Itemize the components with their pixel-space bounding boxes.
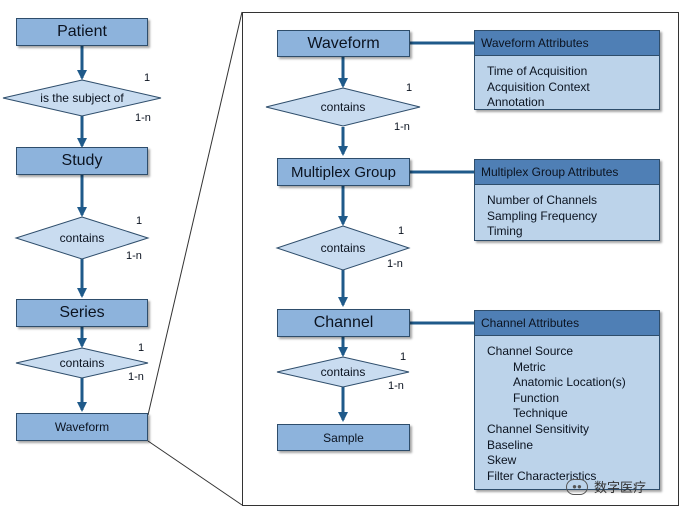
diamond-left-2 bbox=[14, 216, 150, 260]
cardinality-one: 1 bbox=[400, 351, 407, 363]
entity-channel: Channel bbox=[277, 309, 410, 337]
attribute-subitem: Metric bbox=[513, 359, 546, 374]
attribute-item: Annotation bbox=[487, 95, 545, 110]
relation-label-contains: contains bbox=[320, 365, 366, 379]
wechat-icon: ●● bbox=[566, 478, 588, 495]
relation-label-contains: contains bbox=[320, 100, 366, 114]
attribute-subitem: Anatomic Location(s) bbox=[513, 375, 626, 390]
attribute-item: Time of Acquisition bbox=[487, 64, 588, 78]
attribute-item: Acquisition Context bbox=[487, 79, 590, 94]
cardinality-many: 1-n bbox=[126, 250, 142, 262]
waveform-attributes-panel: Waveform Attributes Time of Acquisition … bbox=[474, 30, 660, 110]
multiplex-group-attributes-panel: Multiplex Group Attributes Number of Cha… bbox=[474, 159, 660, 241]
cardinality-many: 1-n bbox=[388, 380, 404, 392]
diamond-right-3 bbox=[276, 356, 410, 388]
attribute-item: Channel Sensitivity bbox=[487, 421, 590, 436]
attribute-item: Channel Source bbox=[487, 344, 574, 358]
diamond-right-2 bbox=[275, 225, 411, 271]
waveform-attributes-title: Waveform Attributes bbox=[475, 31, 659, 56]
entity-waveform: Waveform bbox=[277, 30, 410, 57]
multiplex-group-attributes-title: Multiplex Group Attributes bbox=[475, 160, 659, 185]
attribute-item: Sampling Frequency bbox=[487, 208, 598, 223]
entity-series: Series bbox=[16, 299, 148, 327]
zoom-line-bottom bbox=[147, 440, 243, 506]
diamond-right-1 bbox=[265, 87, 421, 127]
channel-attributes-panel: Channel Attributes Channel Source Metric… bbox=[474, 310, 660, 490]
relation-label-subject-of: is the subject of bbox=[40, 91, 124, 105]
relation-label-contains: contains bbox=[320, 241, 366, 255]
waveform-detail-frame bbox=[242, 12, 679, 506]
cardinality-one: 1 bbox=[138, 342, 145, 354]
relation-label-contains: contains bbox=[59, 231, 105, 245]
attribute-subitem: Technique bbox=[513, 406, 568, 421]
watermark: ●● 数字医疗 bbox=[566, 477, 646, 496]
multiplex-group-attributes-list: Number of Channels Sampling Frequency Ti… bbox=[487, 193, 597, 240]
cardinality-one: 1 bbox=[144, 72, 151, 84]
cardinality-many: 1-n bbox=[394, 121, 410, 133]
cardinality-many: 1-n bbox=[135, 112, 151, 124]
relation-label-contains: contains bbox=[59, 356, 105, 370]
cardinality-many: 1-n bbox=[128, 371, 144, 383]
waveform-attributes-list: Time of Acquisition Acquisition Context … bbox=[487, 64, 590, 111]
attribute-item: Timing bbox=[487, 224, 523, 239]
cardinality-one: 1 bbox=[406, 82, 413, 94]
cardinality-one: 1 bbox=[136, 215, 143, 227]
zoom-line-top bbox=[147, 11, 243, 416]
entity-waveform: Waveform bbox=[16, 413, 148, 441]
entity-patient: Patient bbox=[16, 18, 148, 46]
cardinality-one: 1 bbox=[398, 225, 405, 237]
diamond-left-3 bbox=[15, 347, 149, 379]
attribute-subitem: Function bbox=[513, 390, 560, 405]
entity-multiplex-group: Multiplex Group bbox=[277, 158, 410, 186]
entity-sample: Sample bbox=[277, 424, 410, 451]
channel-attributes-title: Channel Attributes bbox=[475, 311, 659, 336]
watermark-text: 数字医疗 bbox=[594, 480, 647, 495]
cardinality-many: 1-n bbox=[387, 258, 403, 270]
channel-attributes-list: Channel Source Metric Anatomic Location(… bbox=[487, 344, 626, 484]
diamond-left-1 bbox=[2, 79, 162, 117]
attribute-item: Baseline bbox=[487, 437, 534, 452]
attribute-item: Number of Channels bbox=[487, 193, 598, 207]
entity-study: Study bbox=[16, 147, 148, 175]
attribute-item: Skew bbox=[487, 453, 517, 468]
